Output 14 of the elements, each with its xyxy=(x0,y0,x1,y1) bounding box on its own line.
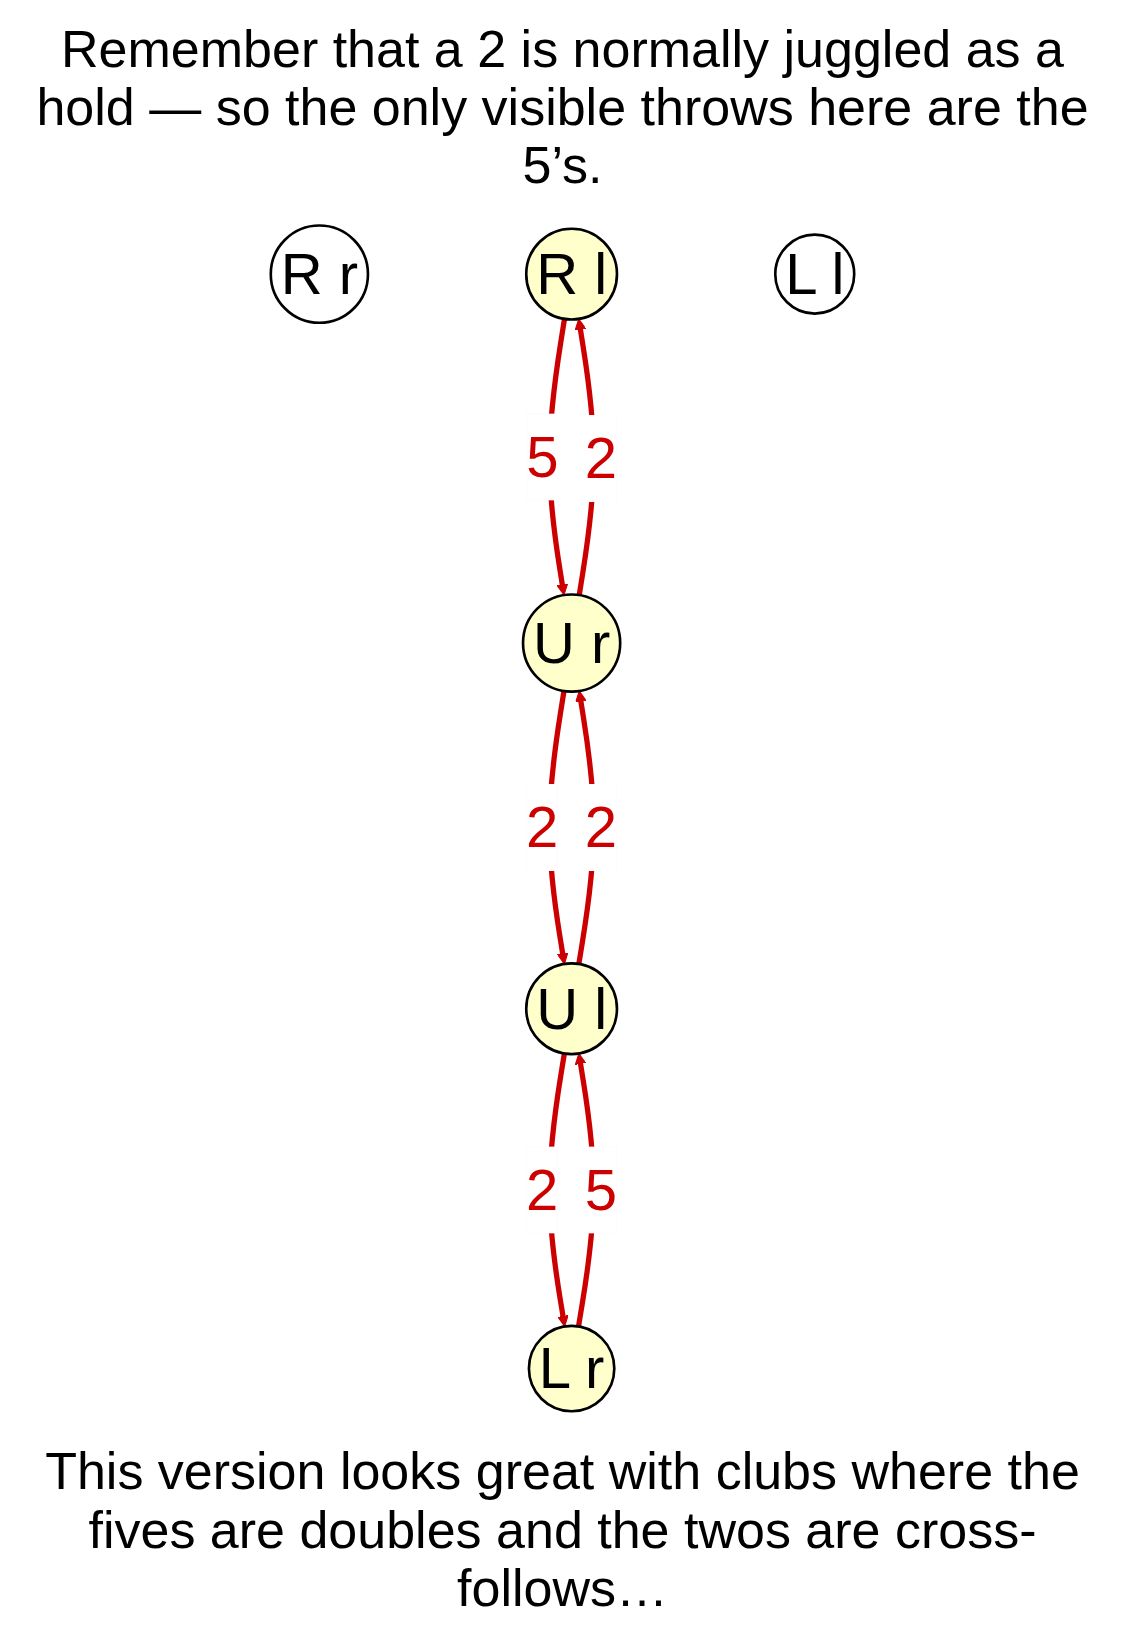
node-circle: L l xyxy=(773,233,856,315)
node-circle: R l xyxy=(524,227,619,321)
edge-label: 5 xyxy=(526,423,559,489)
node-circle: U l xyxy=(524,961,619,1056)
edge-label: 2 xyxy=(584,425,618,490)
node-circle: L r xyxy=(527,1324,616,1413)
edge-label: 2 xyxy=(526,794,559,859)
note-text: Remember that a 2 is normally juggled as a hold — so the only visible throws here are the 5’s. xyxy=(35,19,1090,197)
edge-label: 2 xyxy=(584,794,618,859)
node-circle: U r xyxy=(521,592,622,693)
edge-label: 2 xyxy=(526,1156,559,1222)
edge-label: 5 xyxy=(584,1156,618,1222)
node-circle: R r xyxy=(269,223,370,324)
note-text: This version looks great with clubs where the fives are doubles and the twos are cross-follows… xyxy=(44,1441,1081,1619)
